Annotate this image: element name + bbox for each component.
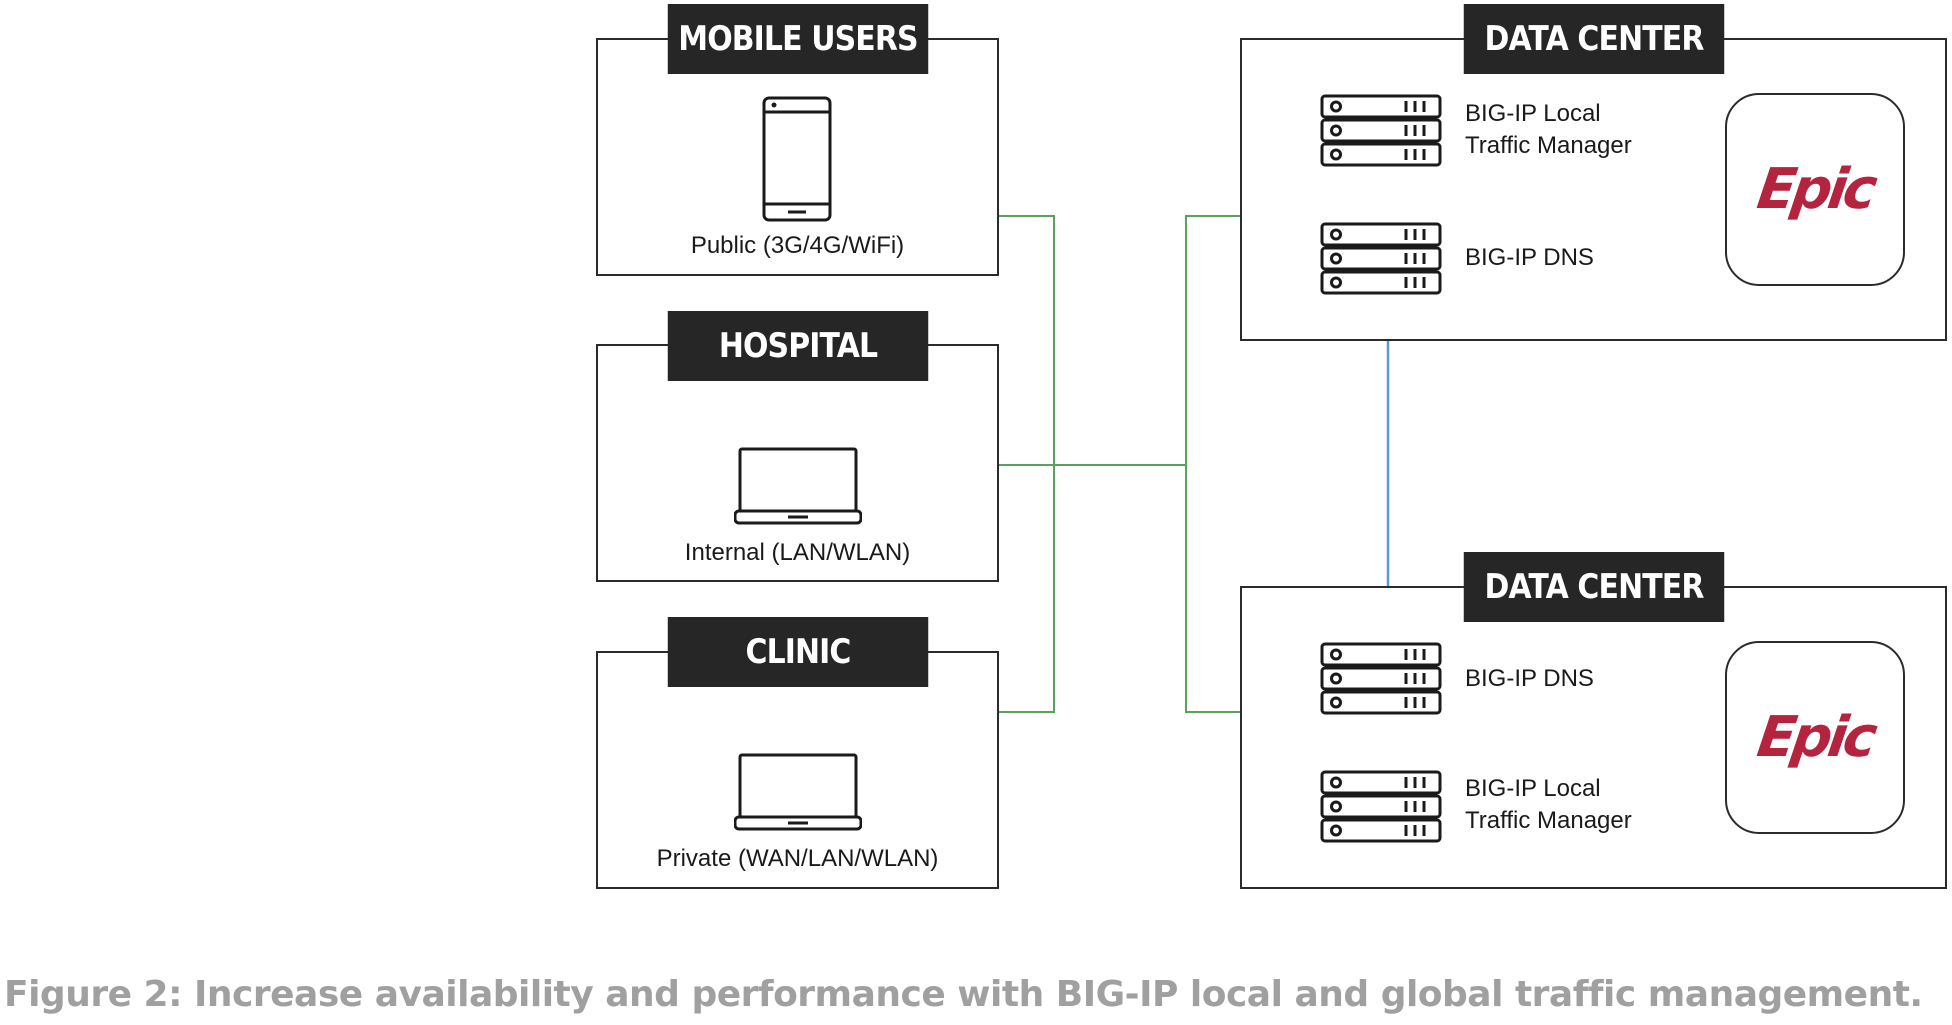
hospital-title: HOSPITAL	[667, 311, 929, 381]
figure-caption-prefix: Figure 2:	[4, 974, 182, 1015]
mobile-users-title: MOBILE USERS	[667, 4, 929, 74]
clinic-title: CLINIC	[667, 617, 929, 687]
hospital-site	[596, 344, 999, 582]
link-datacenters	[1185, 215, 1240, 713]
mobile-users-site	[596, 38, 999, 276]
hospital-caption: Internal (LAN/WLAN)	[684, 539, 911, 566]
server-rack-icon	[1320, 94, 1442, 167]
epic-logo: Epic	[1753, 157, 1877, 222]
data-center-1-title: DATA CENTER	[1463, 4, 1725, 74]
dc1-server-1-label-line1: BIG-IP Local	[1465, 100, 1601, 127]
server-rack-icon	[1320, 770, 1442, 843]
server-rack-icon	[1320, 222, 1442, 295]
mobile-users-caption: Public (3G/4G/WiFi)	[690, 232, 905, 259]
figure-caption-text: Increase availability and performance wi…	[181, 974, 1923, 1015]
epic-logo: Epic	[1753, 705, 1877, 770]
clinic-site	[596, 651, 999, 889]
epic-app-2: Epic	[1725, 641, 1905, 834]
laptop-icon	[734, 753, 862, 831]
dc1-server-1-label-line2: Traffic Manager	[1465, 132, 1632, 159]
clinic-caption: Private (WAN/LAN/WLAN)	[656, 845, 939, 872]
figure-caption: Figure 2: Increase availability and perf…	[4, 974, 1923, 1015]
smartphone-icon	[762, 96, 832, 222]
epic-app-1: Epic	[1725, 93, 1905, 286]
data-center-2-title: DATA CENTER	[1463, 552, 1725, 622]
dc1-server-2-label-line1: BIG-IP DNS	[1465, 244, 1594, 271]
dc2-server-1-label-line1: BIG-IP DNS	[1465, 665, 1594, 692]
laptop-icon	[734, 447, 862, 525]
dc2-server-2-label-line1: BIG-IP Local	[1465, 775, 1601, 802]
server-rack-icon	[1320, 642, 1442, 715]
dc2-server-2-label-line2: Traffic Manager	[1465, 807, 1632, 834]
dns-sync-arrow	[1377, 318, 1399, 622]
link-mobile	[998, 215, 1055, 713]
